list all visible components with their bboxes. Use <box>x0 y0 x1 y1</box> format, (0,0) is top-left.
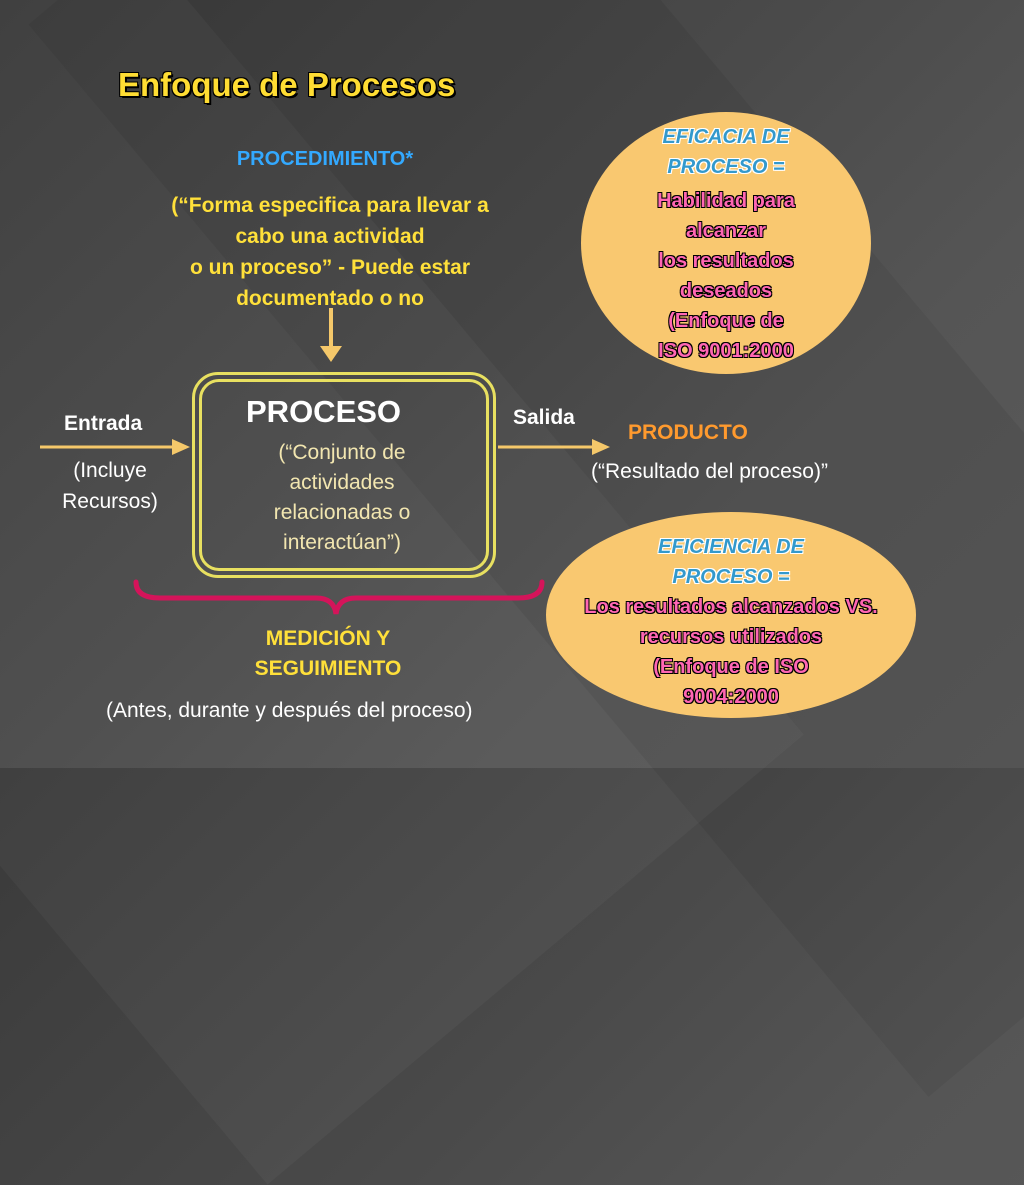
entrada-text: (Incluye Recursos) <box>62 459 158 513</box>
slide-title: Enfoque de Procesos <box>118 66 456 103</box>
eficacia-ellipse <box>581 112 871 374</box>
eficacia-text: EFICACIA DE PROCESO = Habilidad para alc… <box>657 126 795 362</box>
medicion-brace <box>133 579 545 615</box>
down-arrow-head <box>320 346 342 362</box>
proceso-heading: PROCESO <box>246 394 402 429</box>
entrada-label: Entrada <box>64 412 143 435</box>
salida-arrow-head <box>592 439 610 455</box>
proceso-text: (“Conjunto de actividades relacionadas o… <box>273 441 411 554</box>
eficiencia-text: EFICIENCIA DE PROCESO = Los resultados a… <box>584 536 878 708</box>
procedimiento-text: (“Forma especifica para llevar a cabo un… <box>171 194 489 310</box>
medicion-text: (Antes, durante y después del proceso) <box>106 699 473 722</box>
procedimiento-heading: PROCEDIMIENTO* <box>236 148 414 170</box>
connector-graphics <box>40 308 610 615</box>
salida-label: Salida <box>513 406 575 429</box>
eficiencia-ellipse <box>546 512 916 718</box>
producto-text: (“Resultado del proceso)” <box>591 460 828 483</box>
entrada-arrow-head <box>172 439 190 455</box>
proceso-box-inner <box>199 379 489 571</box>
medicion-heading: MEDICIÓN Y SEGUIMIENTO <box>254 627 402 680</box>
producto-heading: PRODUCTO <box>628 421 748 444</box>
proceso-box-outer <box>192 372 496 578</box>
